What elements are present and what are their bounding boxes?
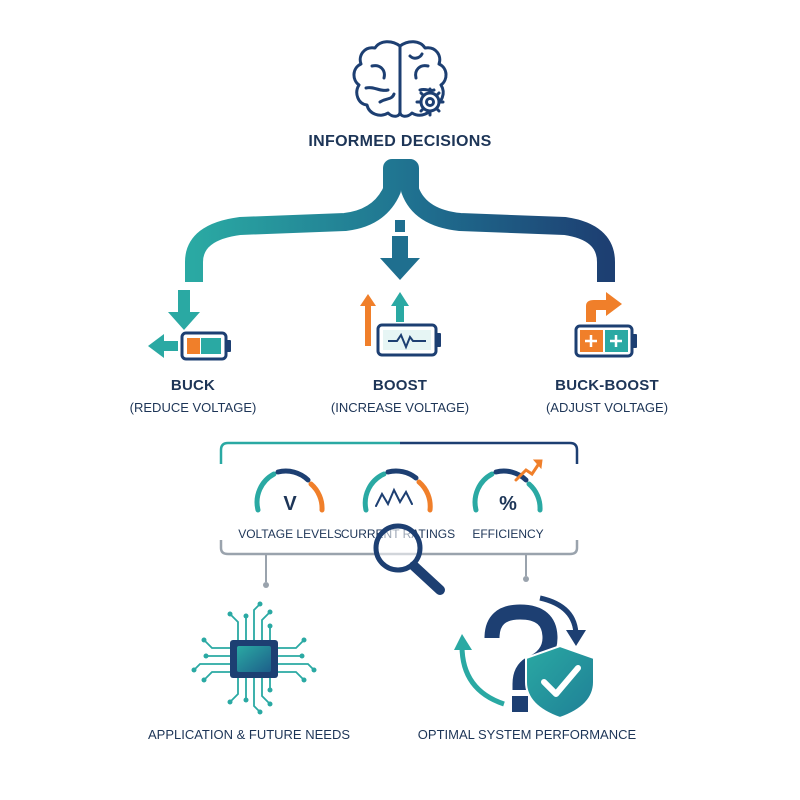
microchip-icon xyxy=(191,601,317,715)
converter-desc-buck: (REDUCE VOLTAGE) xyxy=(130,400,257,415)
down-arrow-icon xyxy=(380,236,420,280)
efficiency-gauge-icon xyxy=(472,459,543,513)
metric-label-efficiency: EFFICIENCY xyxy=(472,527,543,541)
outcome-label-performance: OPTIMAL SYSTEM PERFORMANCE xyxy=(418,727,637,742)
converter-desc-buck-boost: (ADJUST VOLTAGE) xyxy=(546,400,668,415)
metric-label-voltage: VOLTAGE LEVELS xyxy=(238,527,342,541)
converter-name-buck: BUCK xyxy=(171,377,215,394)
flow-connector xyxy=(185,159,615,282)
battery-wave-icon xyxy=(360,292,441,357)
question-shield-icon xyxy=(454,595,595,720)
magnifier-icon xyxy=(373,523,445,595)
converter-name-buck-boost: BUCK-BOOST xyxy=(555,377,659,394)
converter-name-boost: BOOST xyxy=(373,377,427,394)
converter-desc-boost: (INCREASE VOLTAGE) xyxy=(331,400,469,415)
battery-plus-icon xyxy=(574,292,637,358)
brain-gear-icon xyxy=(352,40,448,118)
outcome-label-application: APPLICATION & FUTURE NEEDS xyxy=(148,727,350,742)
top-title: INFORMED DECISIONS xyxy=(308,133,491,150)
gauge-symbol-efficiency: % xyxy=(499,493,517,515)
battery-low-icon xyxy=(148,290,231,361)
gauge-symbol-voltage: V xyxy=(283,493,297,515)
voltage-gauge-icon xyxy=(254,468,325,513)
current-gauge-icon xyxy=(362,468,433,513)
